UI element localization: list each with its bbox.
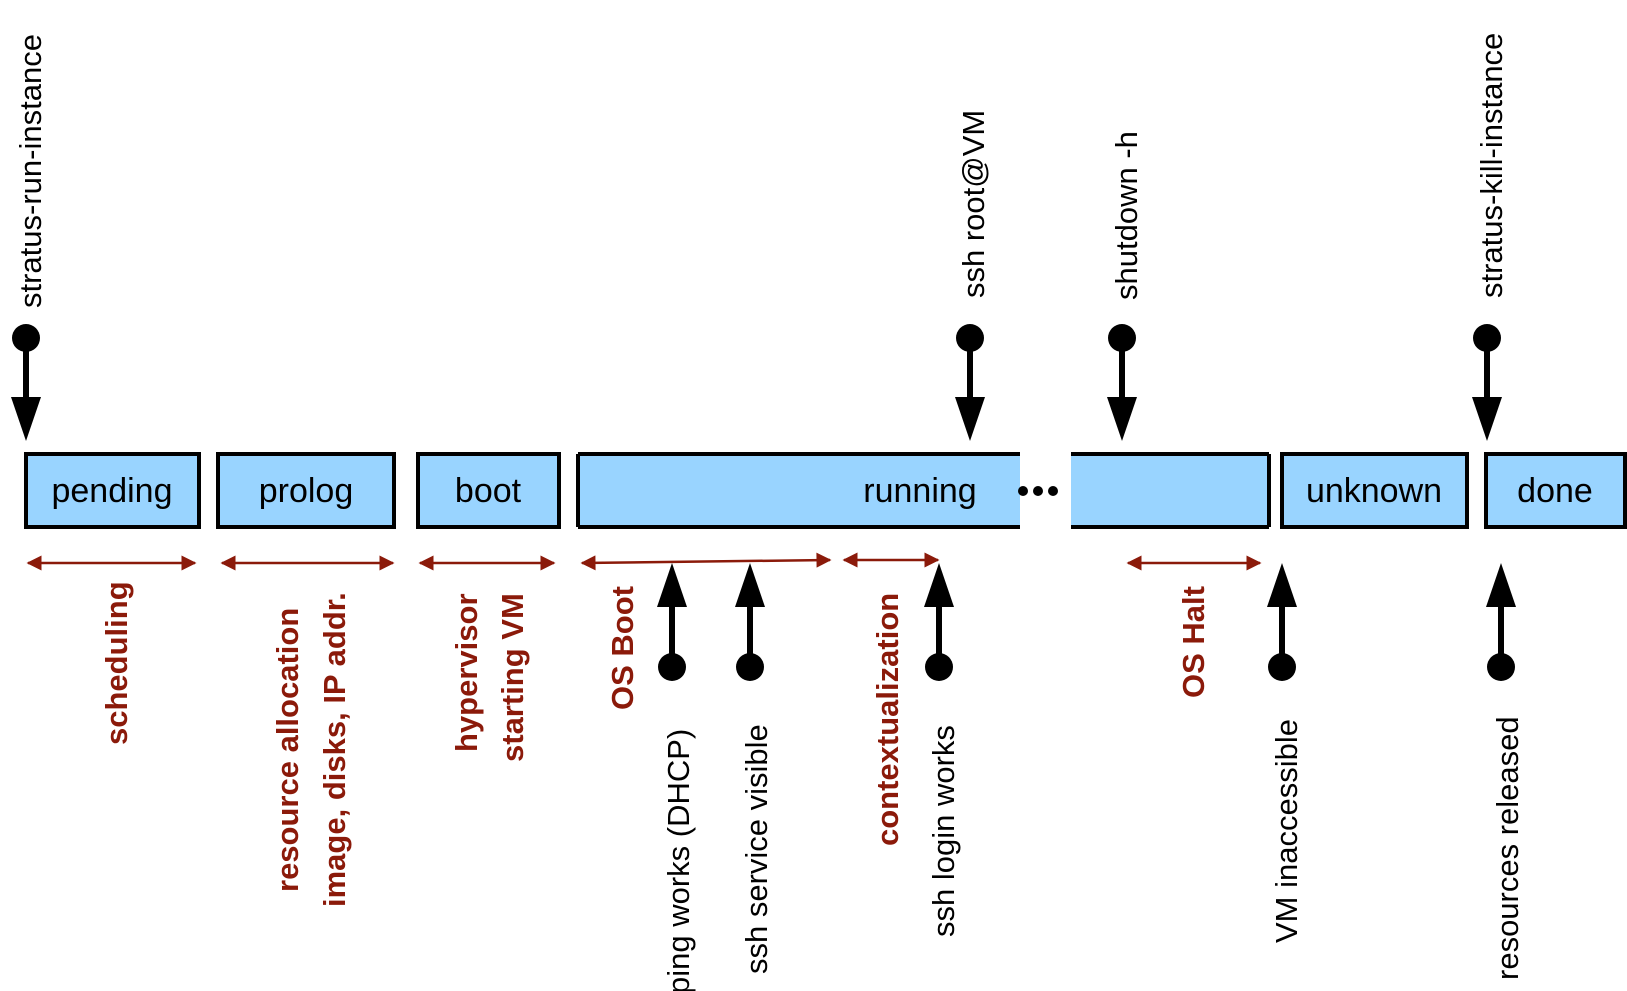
state-prolog-label: prolog [259, 472, 354, 510]
command-shutdown: shutdown -h [1107, 131, 1144, 441]
event-vm-inaccessible: VM inaccessible [1267, 563, 1304, 943]
phase-os-halt: OS Halt [1126, 555, 1262, 698]
phase-contextualization: contextualization [842, 552, 940, 846]
state-boot-label: boot [455, 472, 522, 510]
state-running-label: running [863, 472, 976, 510]
command-run-instance-label: stratus-run-instance [13, 34, 48, 308]
state-running: running [576, 452, 1020, 529]
state-boot: boot [416, 452, 561, 529]
phase-os-boot-label: OS Boot [605, 586, 640, 710]
state-pending: pending [24, 452, 201, 529]
state-unknown-label: unknown [1306, 472, 1442, 510]
event-ssh-login-label: ssh login works [926, 725, 961, 937]
event-ssh-service-label: ssh service visible [739, 724, 774, 974]
state-pending-label: pending [51, 472, 172, 510]
phase-os-boot: OS Boot [580, 552, 832, 710]
phase-scheduling: scheduling [26, 555, 197, 745]
state-done-label: done [1517, 472, 1593, 510]
command-shutdown-label: shutdown -h [1109, 131, 1144, 300]
event-resources-released: resources released [1486, 563, 1525, 980]
state-running-continued [1071, 452, 1271, 529]
event-ssh-service: ssh service visible [735, 563, 774, 974]
state-done: done [1484, 452, 1627, 529]
ellipsis-dots [1018, 486, 1058, 496]
phase-hypervisor: hypervisor starting VM [418, 555, 556, 762]
command-kill-instance: stratus-kill-instance [1472, 33, 1509, 441]
event-ping: ping works (DHCP) [657, 563, 696, 991]
phase-contextualization-label: contextualization [870, 593, 905, 846]
command-run-instance: stratus-run-instance [11, 34, 48, 441]
command-ssh-root-label: ssh root@VM [956, 110, 991, 298]
event-ping-label: ping works (DHCP) [661, 729, 696, 991]
command-kill-instance-label: stratus-kill-instance [1474, 33, 1509, 298]
event-vm-inaccessible-label: VM inaccessible [1269, 719, 1304, 943]
phase-hypervisor-label-2: starting VM [495, 593, 530, 762]
phase-scheduling-label: scheduling [99, 581, 134, 745]
state-unknown: unknown [1280, 452, 1469, 529]
state-prolog: prolog [216, 452, 396, 529]
phase-resource-allocation-label-2: image, disks, IP addr. [317, 592, 352, 907]
phase-os-halt-label: OS Halt [1176, 586, 1211, 698]
phase-hypervisor-label-1: hypervisor [449, 593, 484, 752]
phase-resource-allocation-label-1: resource allocation [270, 608, 305, 892]
phase-resource-allocation: resource allocation image, disks, IP add… [220, 555, 395, 907]
event-ssh-login: ssh login works [924, 563, 961, 937]
event-resources-released-label: resources released [1490, 716, 1525, 980]
command-ssh-root: ssh root@VM [955, 110, 991, 441]
